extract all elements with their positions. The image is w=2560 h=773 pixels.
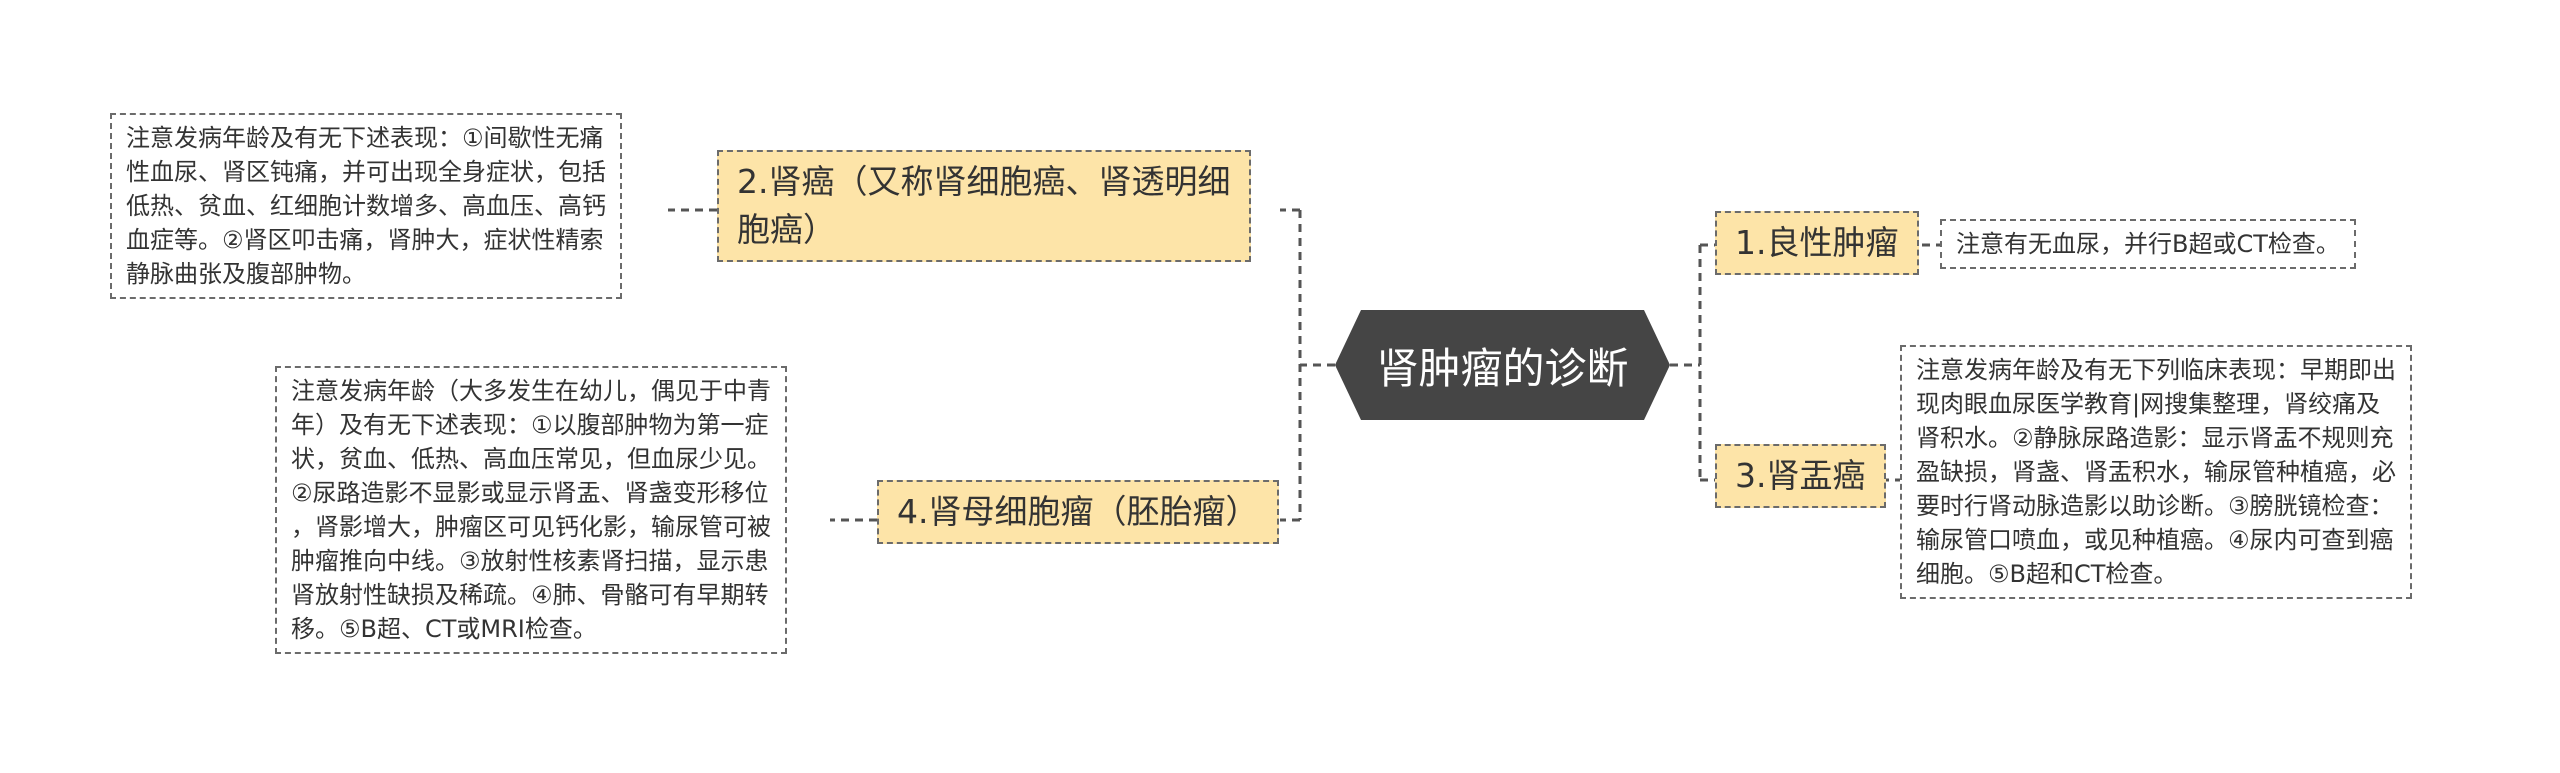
root-node[interactable]: 肾肿瘤的诊断 (1335, 310, 1670, 420)
note-line: 现肉眼血尿医学教育|网搜集整理，肾绞痛及 (1916, 390, 2381, 418)
branch-2-note: 注意发病年龄及有无下述表现：①间歇性无痛 性血尿、肾区钝痛，并可出现全身症状，包… (110, 113, 622, 299)
branch-2-label-line-2: 胞癌） (737, 210, 836, 249)
branch-1-note: 注意有无血尿，并行B超或CT检查。 (1940, 219, 2356, 269)
note-line: 肾积水。②静脉尿路造影：显示肾盂不规则充 (1916, 424, 2394, 452)
root-title: 肾肿瘤的诊断 (1376, 343, 1629, 393)
note-line: 性血尿、肾区钝痛，并可出现全身症状，包括 (126, 158, 606, 186)
branch-3-note: 注意发病年龄及有无下列临床表现：早期即出 现肉眼血尿医学教育|网搜集整理，肾绞痛… (1900, 345, 2412, 599)
branch-3-label: 3.肾盂癌 (1735, 456, 1866, 495)
note-line: 注意有无血尿，并行B超或CT检查。 (1956, 230, 2340, 258)
note-line: 输尿管口喷血，或见种植癌。④尿内可查到癌 (1916, 526, 2394, 554)
branch-2-label-line-1: 2.肾癌（又称肾细胞癌、肾透明细 (737, 162, 1231, 201)
note-line: 盈缺损，肾盏、肾盂积水，输尿管种植癌，必 (1916, 458, 2396, 486)
connector-root-right (1670, 243, 1715, 482)
branch-4-label: 4.肾母细胞瘤（胚胎瘤） (897, 492, 1259, 531)
note-line: 低热、贫血、红细胞计数增多、高血压、高钙 (126, 192, 606, 220)
branch-4-note: 注意发病年龄（大多发生在幼儿，偶见于中青 年）及有无下述表现：①以腹部肿物为第一… (275, 366, 787, 654)
note-line: 血症等。②肾区叩击痛，肾肿大，症状性精索 (126, 226, 604, 254)
note-line: 注意发病年龄及有无下列临床表现：早期即出 (1916, 356, 2396, 384)
note-line: 静脉曲张及腹部肿物。 (126, 260, 366, 288)
branch-1-label: 1.良性肿瘤 (1735, 223, 1899, 262)
note-line: ②尿路造影不显影或显示肾盂、肾盏变形移位 (291, 479, 769, 507)
connector-root-left (1280, 208, 1335, 522)
branch-1-benign-tumor[interactable]: 1.良性肿瘤 (1715, 211, 1919, 275)
note-line: 细胞。⑤B超和CT检查。 (1916, 560, 2178, 588)
branch-4-nephroblastoma[interactable]: 4.肾母细胞瘤（胚胎瘤） (877, 480, 1279, 544)
note-line: 状，贫血、低热、高血压常见，但血尿少见。 (291, 445, 771, 473)
note-line: 肾放射性缺损及稀疏。④肺、骨骼可有早期转 (291, 581, 769, 609)
note-line: ，肾影增大，肿瘤区可见钙化影，输尿管可被 (291, 513, 771, 541)
note-line: 年）及有无下述表现：①以腹部肿物为第一症 (291, 411, 769, 439)
note-line: 移。⑤B超、CT或MRI检查。 (291, 615, 597, 643)
note-line: 注意发病年龄（大多发生在幼儿，偶见于中青 (291, 377, 771, 405)
note-line: 肿瘤推向中线。③放射性核素肾扫描，显示患 (291, 547, 769, 575)
note-line: 注意发病年龄及有无下述表现：①间歇性无痛 (126, 124, 604, 152)
branch-2-renal-carcinoma[interactable]: 2.肾癌（又称肾细胞癌、肾透明细 胞癌） (717, 150, 1251, 262)
branch-3-renal-pelvis-carcinoma[interactable]: 3.肾盂癌 (1715, 444, 1886, 508)
note-line: 要时行肾动脉造影以助诊断。③膀胱镜检查： (1916, 492, 2394, 520)
